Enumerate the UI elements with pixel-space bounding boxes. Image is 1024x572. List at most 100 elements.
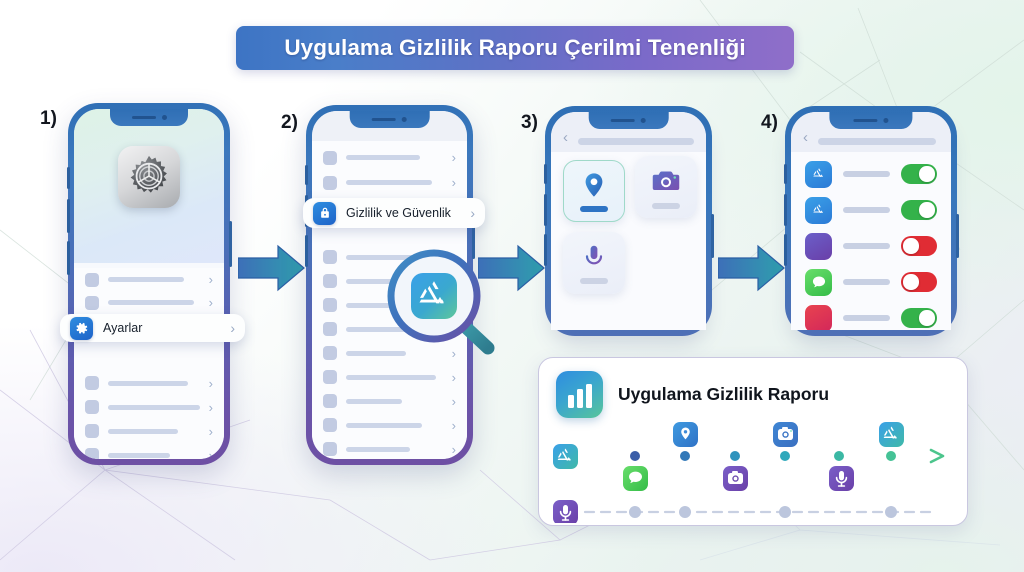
- app-permission-toggle[interactable]: [901, 200, 937, 220]
- messages-icon: [805, 268, 832, 296]
- row-label-bar: [346, 350, 406, 356]
- phone2-notch: [349, 111, 430, 128]
- timeline-icon-app-store: [879, 422, 904, 447]
- chevron-right-icon: ›: [208, 423, 213, 439]
- step-number-4: 4): [761, 112, 778, 133]
- list-item[interactable]: ›: [74, 291, 224, 314]
- list-item[interactable]: ›: [74, 443, 224, 459]
- app-permission-toggle[interactable]: [901, 236, 937, 256]
- magnifier-app-store-icon: [387, 249, 495, 355]
- chevron-right-icon: ›: [208, 447, 213, 460]
- arrow-step1-to-step2: [238, 244, 305, 292]
- phone-step-1: › › › › › › ›: [66, 103, 232, 465]
- phone1-list-upper: › › › › › › ›: [74, 268, 224, 459]
- list-item[interactable]: ›: [312, 145, 467, 170]
- phone1-mute-button: [66, 167, 70, 189]
- list-item[interactable]: ›: [312, 413, 467, 437]
- timeline-icon-microphone-lower: [829, 466, 854, 491]
- app-name-bar: [843, 315, 890, 321]
- app-toggle-row[interactable]: [791, 264, 951, 300]
- speaker-icon: [131, 115, 156, 120]
- row-label-bar: [108, 404, 200, 410]
- row-label-bar: [346, 446, 410, 452]
- app-permission-toggle[interactable]: [901, 164, 937, 184]
- app-store-icon: [805, 160, 832, 188]
- gear-icon: [70, 316, 93, 340]
- chevron-right-icon: ›: [451, 369, 456, 385]
- row-label-bar: [108, 380, 188, 386]
- navbar-title-bar: [818, 138, 936, 145]
- row-thumb: [85, 376, 99, 390]
- list-item[interactable]: ›: [312, 389, 467, 413]
- red-app-icon: [805, 304, 832, 330]
- list-item[interactable]: ›: [312, 365, 467, 389]
- chevron-right-icon: ›: [470, 205, 475, 221]
- chevron-right-icon: ›: [451, 393, 456, 409]
- permission-tile-camera[interactable]: [635, 156, 697, 218]
- list-item[interactable]: ›: [74, 419, 224, 443]
- app-permission-toggle[interactable]: [901, 308, 937, 328]
- list-item[interactable]: ›: [74, 395, 224, 419]
- speaker-icon: [611, 118, 635, 123]
- permission-tile-location[interactable]: [563, 160, 625, 222]
- list-item[interactable]: ›: [74, 371, 224, 395]
- row-thumb: [323, 250, 337, 264]
- settings-menu-item-privacy-security[interactable]: Gizlilik ve Güvenlik ›: [303, 198, 485, 228]
- navbar-title-bar: [578, 138, 694, 145]
- list-item[interactable]: ›: [74, 268, 224, 291]
- row-label-bar: [346, 180, 432, 185]
- back-chevron-icon[interactable]: ‹: [803, 129, 808, 146]
- row-label-bar: [346, 254, 424, 260]
- list-item[interactable]: ›: [312, 170, 467, 195]
- chevron-right-icon: ›: [208, 399, 213, 415]
- bar-chart-icon: [556, 371, 603, 418]
- app-name-bar: [843, 171, 890, 177]
- permission-label-bar: [651, 202, 681, 209]
- phone4-notch: [829, 112, 913, 129]
- list-item[interactable]: ›: [312, 437, 467, 459]
- row-label-bar: [346, 326, 428, 332]
- app-permission-toggle[interactable]: [901, 272, 937, 292]
- toggle-knob: [919, 166, 935, 182]
- phone1-screen: › › › › › › ›: [74, 109, 224, 459]
- phone3-navbar: ‹: [551, 112, 706, 152]
- lock-icon: [313, 201, 336, 225]
- page-title-banner: Uygulama Gizlilik Raporu Çerilmi Tenenli…: [236, 26, 794, 70]
- camera-icon: [652, 171, 680, 190]
- row-thumb: [85, 272, 99, 287]
- timeline-lower-start-microphone-icon: [553, 500, 578, 523]
- app-name-bar: [843, 279, 890, 285]
- row-label-bar: [346, 422, 422, 428]
- phone3-mute-button: [543, 164, 547, 184]
- row-label-bar: [108, 428, 178, 434]
- purple-app-icon: [805, 232, 832, 260]
- phone3-volume-down-button: [543, 234, 547, 266]
- row-thumb: [323, 442, 337, 456]
- timeline-start-app-store-icon: [553, 444, 578, 469]
- app-toggle-row[interactable]: [791, 192, 951, 228]
- row-label-bar: [346, 398, 402, 404]
- phone2-volume-down-button: [304, 235, 308, 267]
- toggle-knob: [919, 310, 935, 326]
- phone2-power-button: [471, 215, 475, 259]
- report-card-title: Uygulama Gizlilik Raporu: [618, 384, 830, 404]
- row-thumb: [323, 298, 337, 312]
- arrow-step2-to-step3: [478, 244, 545, 292]
- phone3-power-button: [710, 214, 714, 258]
- app-toggle-row[interactable]: [791, 228, 951, 264]
- app-toggle-row[interactable]: [791, 300, 951, 330]
- row-thumb: [323, 150, 337, 165]
- step-number-1: 1): [40, 108, 57, 129]
- app-toggle-row[interactable]: [791, 156, 951, 192]
- permission-tile-microphone[interactable]: [563, 232, 625, 294]
- settings-menu-item-ayarlar[interactable]: Ayarlar ›: [60, 314, 245, 342]
- phone1-volume-up-button: [66, 199, 70, 233]
- arrow-step3-to-step4: [718, 244, 785, 292]
- list-item[interactable]: ›: [312, 341, 467, 365]
- phone-step-4: ‹: [783, 106, 959, 336]
- phone4-screen: ‹: [791, 112, 951, 330]
- back-chevron-icon[interactable]: ‹: [563, 129, 568, 146]
- permission-label-bar: [580, 205, 608, 212]
- row-thumb: [323, 175, 337, 190]
- speaker-icon: [853, 118, 878, 123]
